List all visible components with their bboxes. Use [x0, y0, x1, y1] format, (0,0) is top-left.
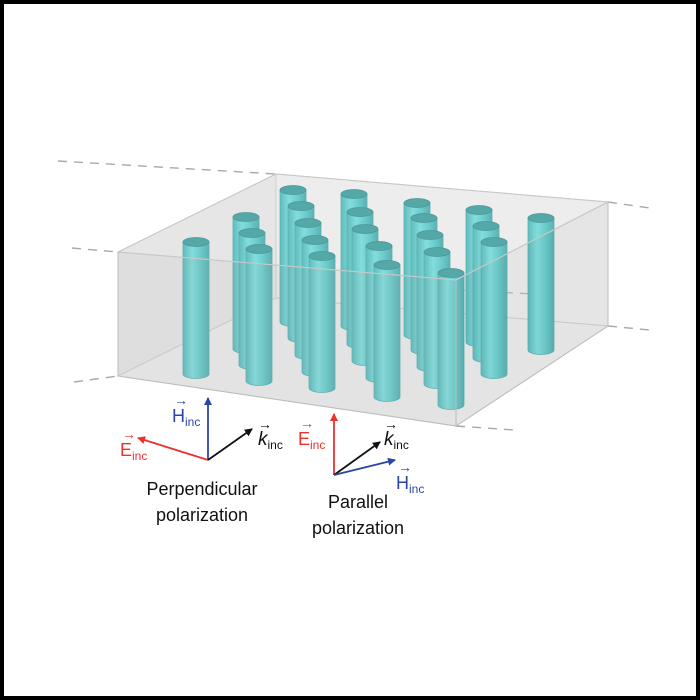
svg-text:Einc: Einc	[120, 440, 147, 463]
pillar-top	[472, 221, 500, 231]
pillar	[308, 251, 336, 393]
perp-h-label: H	[172, 406, 185, 426]
pillar-top	[279, 185, 307, 195]
par-h-vector-arrow: →	[398, 459, 412, 475]
perp-caption-line2: polarization	[156, 505, 248, 525]
perp-k-vector-arrow: →	[258, 416, 272, 432]
perp-e-arrow	[137, 436, 209, 461]
slab-front-face	[117, 251, 457, 427]
pillar-top	[416, 230, 444, 240]
pillar-top	[527, 213, 555, 223]
perp-k-arrow	[207, 428, 253, 461]
par-caption-line2: polarization	[312, 518, 404, 538]
pillar-array-diagram: Hinc → Einc → kinc → Perpendicular polar…	[57, 160, 651, 538]
par-h-arrow	[333, 457, 396, 476]
pillar-top	[232, 212, 260, 222]
pillar-body	[437, 272, 465, 410]
pillar	[480, 237, 508, 379]
par-e-subscript: inc	[310, 438, 325, 452]
svg-text:kinc: kinc	[258, 429, 283, 452]
pillar-top	[465, 205, 493, 215]
par-k-subscript: inc	[394, 438, 409, 452]
perpendicular-axes: Hinc → Einc → kinc → Perpendicular polar…	[120, 392, 283, 525]
perp-e-vector-arrow: →	[122, 426, 136, 442]
pillar-top	[301, 235, 329, 245]
pillar-body	[245, 248, 273, 386]
pillar-top	[182, 237, 210, 247]
par-k-arrow	[333, 441, 381, 476]
pillar-array	[182, 185, 555, 410]
pillar	[437, 268, 465, 410]
par-e-label: E	[298, 429, 310, 449]
pillar-top	[287, 201, 315, 211]
pillar-body	[182, 241, 210, 379]
pillar	[245, 244, 273, 386]
perp-h-subscript: inc	[185, 415, 200, 429]
perp-e-subscript: inc	[132, 449, 147, 463]
perp-e-label: E	[120, 440, 132, 460]
slab-top-face	[116, 173, 610, 281]
pillar-body	[373, 264, 401, 402]
pillar	[527, 213, 555, 355]
pillar-body	[480, 241, 508, 379]
svg-text:Einc: Einc	[298, 429, 325, 452]
pillar	[373, 260, 401, 402]
perp-h-vector-arrow: →	[174, 392, 188, 408]
par-e-vector-arrow: →	[300, 415, 314, 431]
pillar	[182, 237, 210, 379]
svg-text:Hinc: Hinc	[396, 473, 424, 496]
par-k-label: k	[384, 429, 395, 450]
pillar-top	[480, 237, 508, 247]
perp-k-label: k	[258, 429, 269, 450]
pillar-body	[527, 217, 555, 355]
pillar-top	[245, 244, 273, 254]
par-h-label: H	[396, 473, 409, 493]
pillar-body	[308, 255, 336, 393]
pillar-top	[437, 268, 465, 278]
svg-text:Hinc: Hinc	[172, 406, 200, 429]
pillar-top	[308, 251, 336, 261]
slab-front	[116, 173, 610, 427]
pillar-top	[403, 198, 431, 208]
par-h-subscript: inc	[409, 482, 424, 496]
par-k-vector-arrow: →	[384, 416, 398, 432]
pillar-top	[294, 218, 322, 228]
pillar-top	[346, 207, 374, 217]
pillar-top	[423, 247, 451, 257]
pillar-top	[365, 241, 393, 251]
pillar-top	[410, 213, 438, 223]
pillar-top	[340, 189, 368, 199]
perp-caption-line1: Perpendicular	[146, 479, 257, 499]
pillar-top	[351, 224, 379, 234]
pillar-top	[238, 228, 266, 238]
parallel-axes: Einc → kinc → Hinc → Parallel polarizati…	[298, 413, 424, 538]
par-caption-line1: Parallel	[328, 492, 388, 512]
pillar-top	[373, 260, 401, 270]
svg-text:kinc: kinc	[384, 429, 409, 452]
perp-k-subscript: inc	[268, 438, 283, 452]
